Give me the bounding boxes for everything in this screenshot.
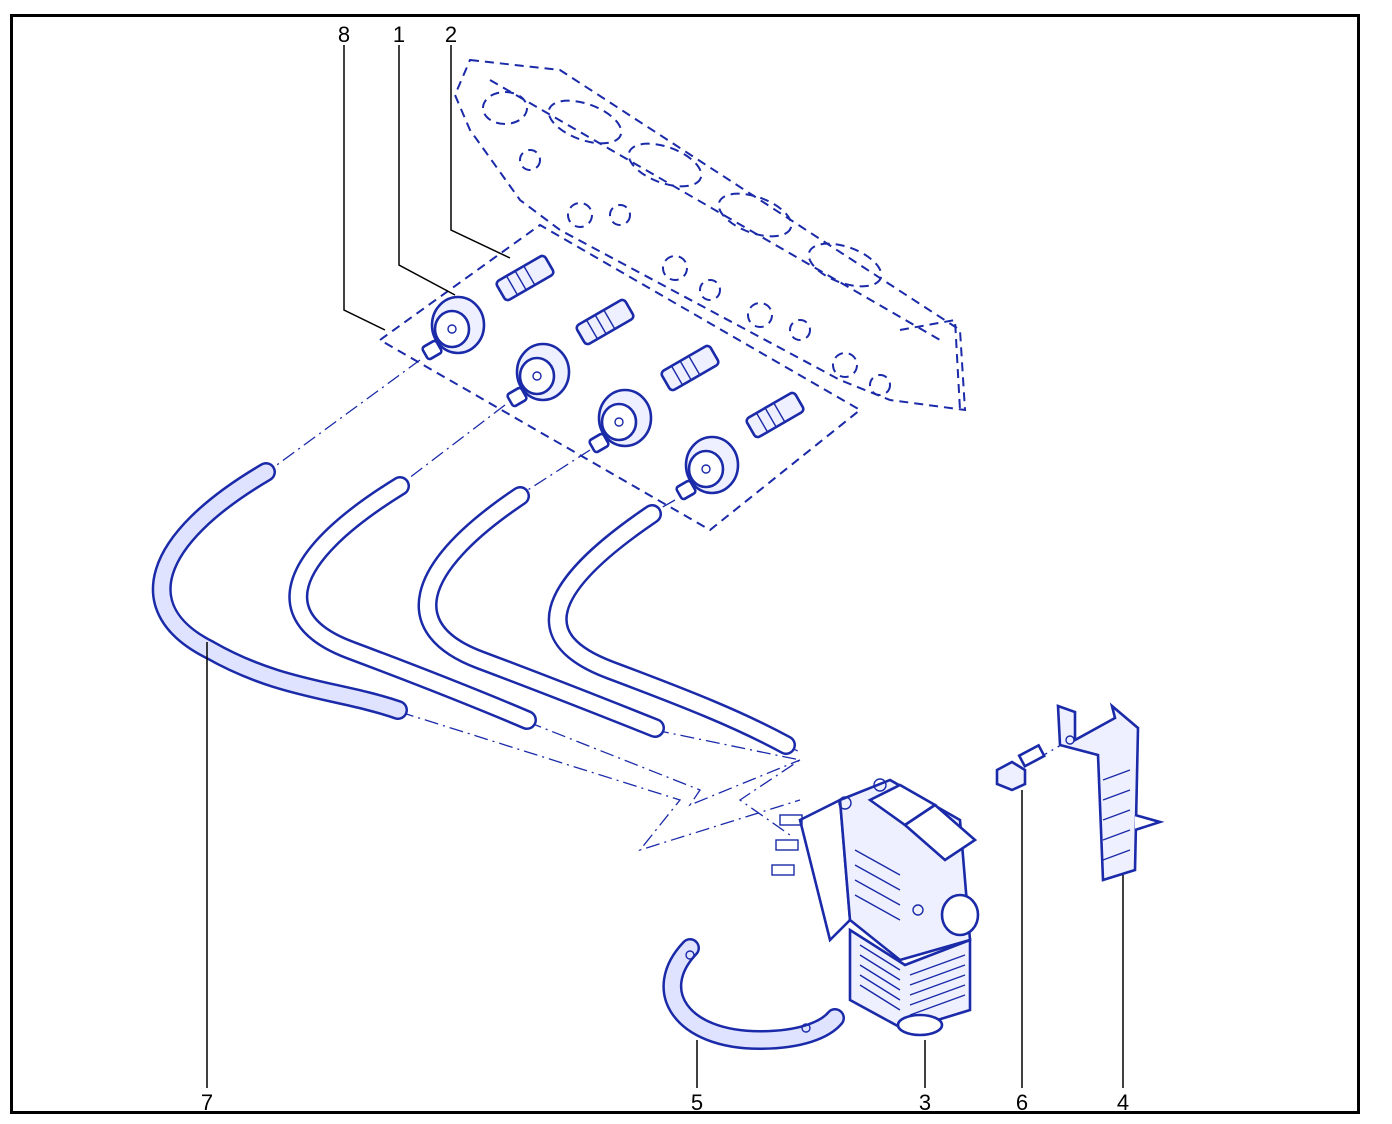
callout-4: 4	[1117, 1090, 1129, 1115]
leader-lines	[206, 45, 1124, 1088]
callout-5: 5	[691, 1090, 703, 1115]
callout-6: 6	[1016, 1090, 1028, 1115]
intake-manifold	[453, 58, 967, 412]
mounting-strap	[662, 938, 845, 1051]
callout-8: 8	[338, 22, 350, 47]
restrictor-nipples	[495, 254, 805, 439]
mounting-bracket	[1056, 702, 1165, 882]
hoses	[151, 462, 796, 755]
diagram-frame	[10, 14, 1360, 1114]
restrictor-group-outline	[378, 223, 862, 532]
callout-1: 1	[393, 22, 405, 47]
bolt	[995, 743, 1046, 792]
vacuum-dampers	[421, 295, 740, 501]
callout-3: 3	[919, 1090, 931, 1115]
alignment-lines	[269, 359, 1071, 852]
vacuum-solenoid-valve	[771, 778, 980, 1037]
callout-2: 2	[445, 22, 457, 47]
callout-7: 7	[201, 1090, 213, 1115]
